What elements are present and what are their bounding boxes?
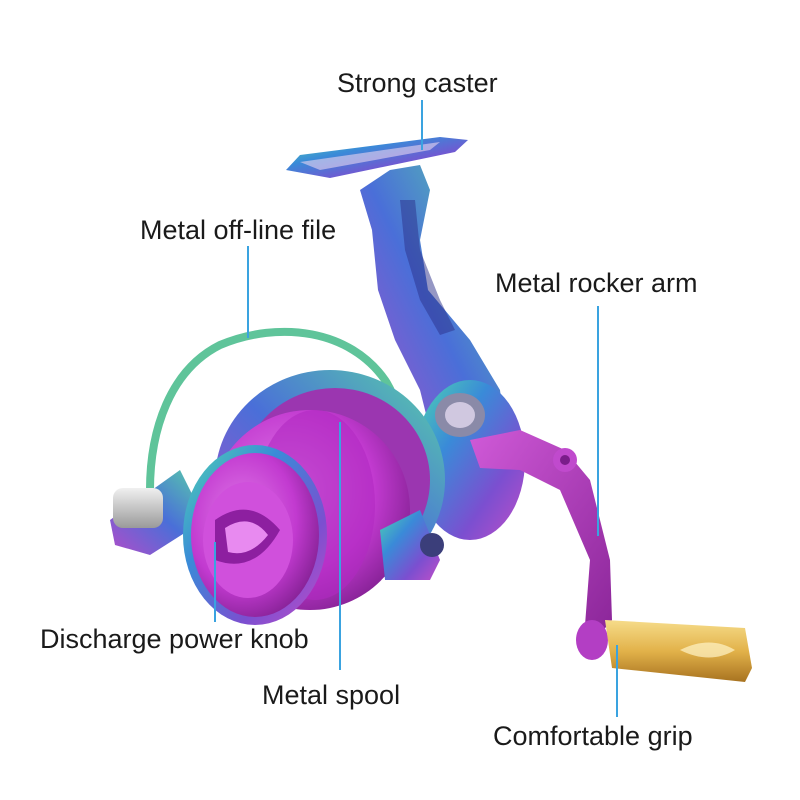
leader-comfortable-grip [616,645,618,717]
leader-discharge-power-knob [214,542,216,622]
label-strong-caster: Strong caster [337,68,498,98]
label-metal-off-line-file: Metal off-line file [140,215,337,245]
label-metal-rocker-arm: Metal rocker arm [495,268,698,298]
label-comfortable-grip: Comfortable grip [493,721,693,751]
leader-metal-off-line-file [247,246,249,338]
leader-metal-spool [339,422,341,670]
leader-metal-rocker-arm [597,306,599,536]
label-discharge-power-knob: Discharge power knob [40,624,309,654]
leader-strong-caster [421,100,423,150]
label-metal-spool: Metal spool [262,680,401,710]
